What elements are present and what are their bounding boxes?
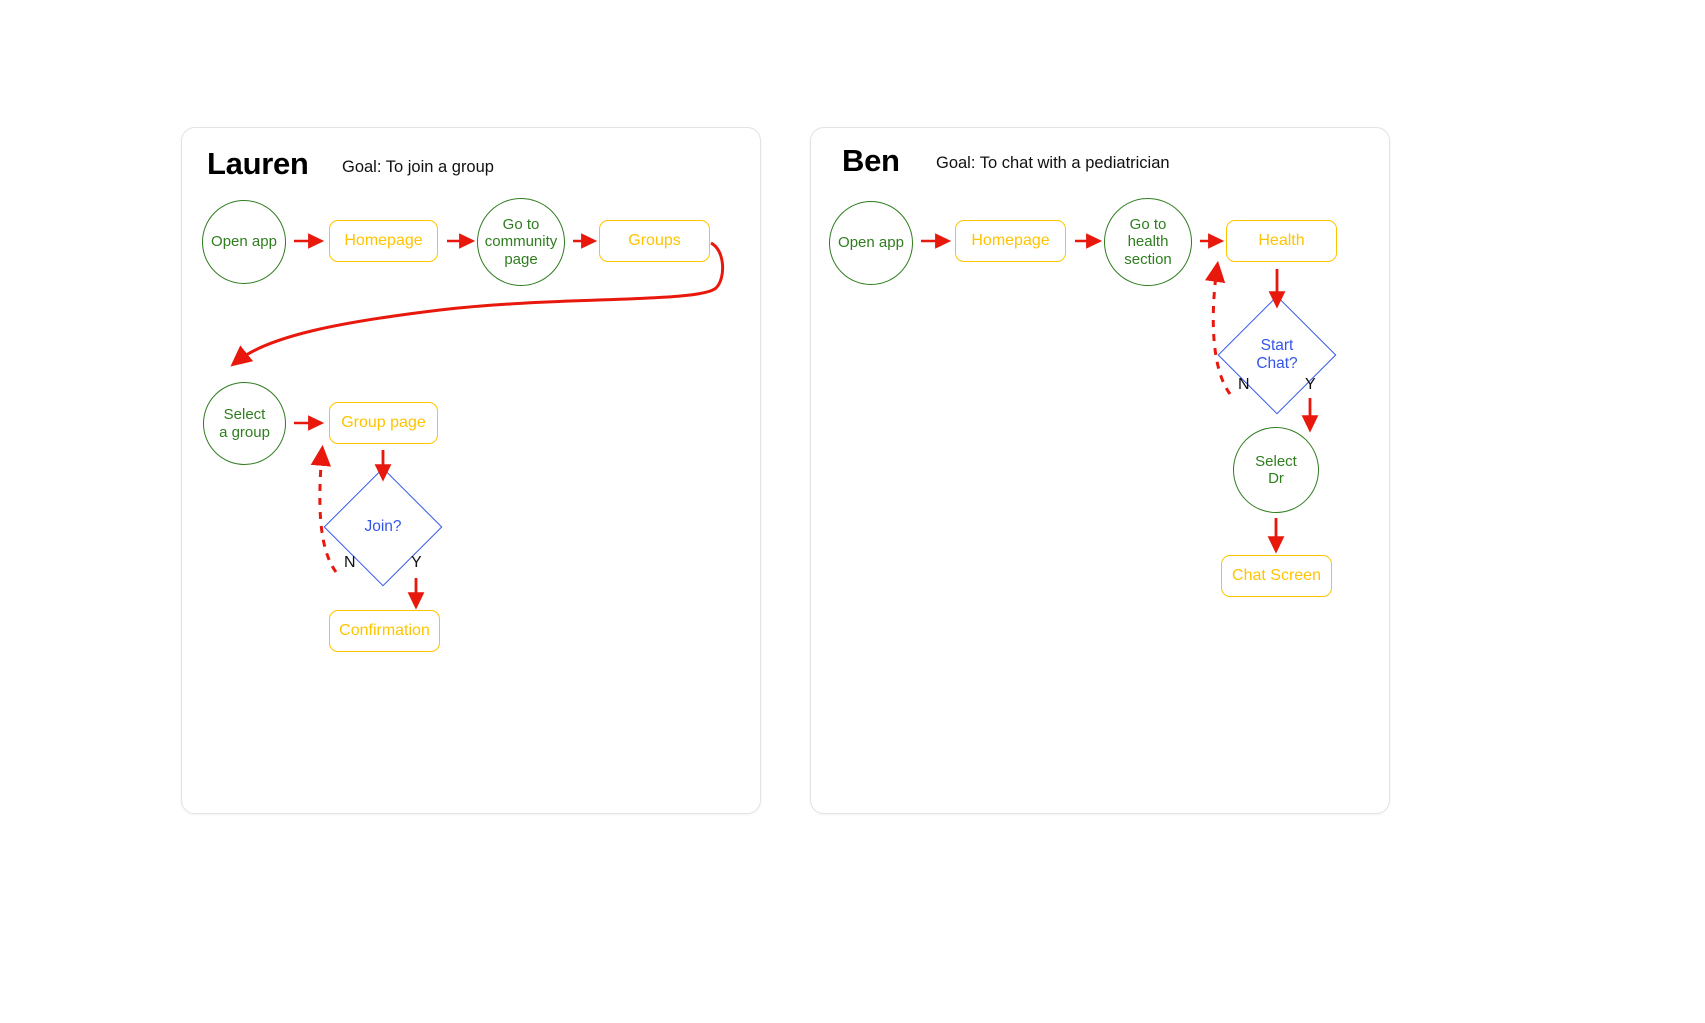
- node-health[interactable]: Health: [1226, 220, 1337, 262]
- node-open-app-ben[interactable]: Open app: [829, 201, 913, 285]
- node-select-a-group[interactable]: Select a group: [203, 382, 286, 465]
- node-go-to-community-page[interactable]: Go to community page: [477, 198, 565, 286]
- node-confirmation[interactable]: Confirmation: [329, 610, 440, 652]
- node-decision-join-label: Join?: [364, 518, 402, 536]
- node-go-to-health-section[interactable]: Go to health section: [1104, 198, 1192, 286]
- branch-label-no-lauren: N: [344, 554, 356, 571]
- persona-goal-lauren: Goal: To join a group: [342, 158, 494, 176]
- node-homepage-lauren[interactable]: Homepage: [329, 220, 438, 262]
- node-decision-start-chat-label: Start Chat?: [1256, 337, 1298, 372]
- node-open-app-lauren[interactable]: Open app: [202, 200, 286, 284]
- persona-name-lauren: Lauren: [207, 146, 309, 181]
- node-groups[interactable]: Groups: [599, 220, 710, 262]
- branch-label-yes-ben: Y: [1305, 376, 1316, 393]
- node-select-dr[interactable]: Select Dr: [1233, 427, 1319, 513]
- node-decision-join[interactable]: Join?: [323, 467, 443, 587]
- branch-label-yes-lauren: Y: [411, 554, 422, 571]
- persona-name-ben: Ben: [842, 143, 900, 178]
- persona-goal-ben: Goal: To chat with a pediatrician: [936, 154, 1170, 172]
- node-homepage-ben[interactable]: Homepage: [955, 220, 1066, 262]
- node-decision-start-chat[interactable]: Start Chat?: [1217, 295, 1337, 415]
- branch-label-no-ben: N: [1238, 376, 1250, 393]
- node-group-page[interactable]: Group page: [329, 402, 438, 444]
- node-chat-screen[interactable]: Chat Screen: [1221, 555, 1332, 597]
